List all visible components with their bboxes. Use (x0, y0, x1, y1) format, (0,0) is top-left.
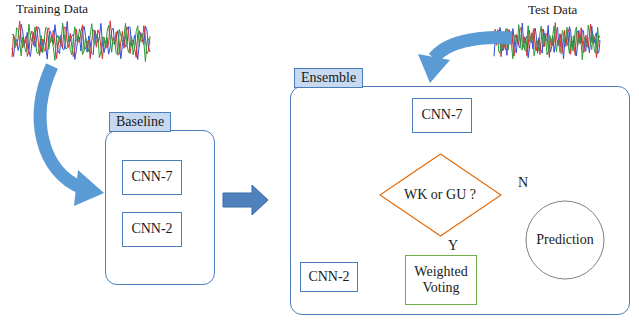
branch-label: N (516, 175, 530, 190)
curved-arrow-head (418, 54, 450, 83)
node-label: CNN-2 (131, 221, 172, 237)
group-panel: EnsembleCNN-7WK or GU ?CNN-2Weighted Vot… (290, 86, 630, 315)
training-signal (12, 21, 150, 62)
model-box: CNN-2 (122, 212, 182, 247)
model-box: CNN-7 (122, 160, 182, 195)
decision-diamond: WK or GU ? (379, 153, 502, 237)
node-label: CNN-7 (131, 169, 172, 185)
model-box: CNN-2 (300, 262, 358, 292)
panel-tab: Baseline (109, 112, 171, 132)
node-label: CNN-7 (421, 107, 462, 123)
curved-arrow (434, 38, 512, 58)
curved-arrow-head (74, 170, 104, 206)
group-panel: BaselineCNN-7CNN-2 (105, 130, 215, 285)
output-circle: Prediction (525, 200, 605, 280)
node-label: WK or GU ? (404, 187, 476, 203)
process-box: Weighted Voting (405, 255, 477, 305)
node-label: Weighted Voting (406, 264, 476, 296)
signal-trace (12, 23, 150, 61)
node-label: Prediction (536, 232, 594, 248)
caption-label: Test Data (528, 2, 577, 18)
caption-label: Training Data (16, 1, 88, 17)
branch-label: Y (446, 238, 460, 253)
curved-arrow (40, 66, 82, 188)
node-label: CNN-2 (308, 269, 349, 285)
panel-tab: Ensemble (294, 68, 363, 88)
model-box: CNN-7 (412, 98, 472, 133)
block-arrow (223, 185, 268, 215)
